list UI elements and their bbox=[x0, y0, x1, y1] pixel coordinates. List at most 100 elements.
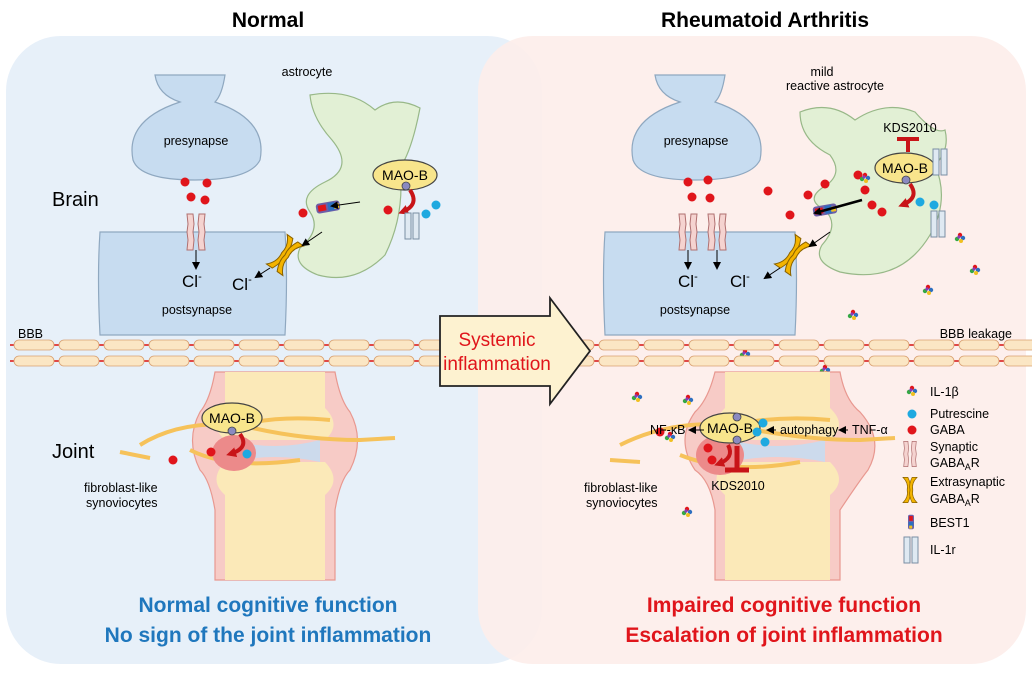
bbb-endothelial-cell bbox=[733, 355, 775, 367]
bbb-endothelial-cell bbox=[328, 355, 370, 367]
gaba-dot bbox=[803, 190, 813, 200]
gaba-dot bbox=[763, 186, 773, 196]
legend-gaba-icon bbox=[907, 425, 917, 435]
bbb-endothelial-cell bbox=[58, 339, 100, 351]
astrocyte-normal bbox=[297, 92, 421, 279]
gaba-dot bbox=[383, 205, 393, 215]
bbb-endothelial-cell bbox=[148, 339, 190, 351]
gaba-dot bbox=[853, 170, 863, 180]
bbb-endothelial-cell bbox=[283, 355, 325, 367]
legend-il1r: IL-1r bbox=[930, 543, 956, 557]
normal-caption-2: No sign of the joint inflammation bbox=[105, 624, 432, 647]
mild-reactive-label-2: reactive astrocyte bbox=[786, 79, 884, 93]
bbb-endothelial-cell bbox=[688, 339, 730, 351]
putrescine-dot bbox=[915, 197, 925, 207]
bbb-endothelial-cell bbox=[913, 339, 955, 351]
bbb-endothelial-cell bbox=[373, 339, 415, 351]
nfkb-label: NF-κB bbox=[650, 423, 685, 437]
bbb-endothelial-cell bbox=[913, 355, 955, 367]
bbb-endothelial-cell bbox=[1003, 355, 1032, 367]
bone-lower-normal bbox=[216, 462, 334, 580]
bbb-endothelial-cell bbox=[958, 355, 1000, 367]
presynapse-label-ra: presynapse bbox=[664, 134, 729, 148]
bbb-endothelial-cell bbox=[868, 339, 910, 351]
bbb-leakage-label: BBB leakage bbox=[940, 327, 1012, 341]
gaba-dot bbox=[186, 192, 196, 202]
gaba-dot bbox=[785, 210, 795, 220]
fls-label-ra-1: fibroblast-like bbox=[584, 481, 658, 495]
bbb-endothelial-cell bbox=[1003, 339, 1032, 351]
bbb-endothelial-cell bbox=[193, 355, 235, 367]
chloride-label: Cl- bbox=[232, 274, 252, 294]
bbb-endothelial-cell bbox=[58, 355, 100, 367]
fls-label-normal-1: fibroblast-like bbox=[84, 481, 158, 495]
bbb-endothelial-cell bbox=[13, 339, 55, 351]
putrescine-dot bbox=[242, 449, 252, 459]
bbb-endothelial-cell bbox=[778, 355, 820, 367]
gaba-dot bbox=[298, 208, 308, 218]
bone-lower-ra bbox=[716, 462, 839, 580]
bbb-endothelial-cell bbox=[688, 355, 730, 367]
legend-extrasynaptic-2: GABAAR bbox=[930, 492, 980, 508]
putrescine-dot bbox=[752, 427, 762, 437]
bbb-endothelial-cell bbox=[643, 339, 685, 351]
gaba-dot bbox=[200, 195, 210, 205]
ra-caption-2: Escalation of joint inflammation bbox=[625, 624, 942, 647]
fls-label-ra-2: synoviocytes bbox=[586, 496, 658, 510]
bbb-endothelial-cell bbox=[598, 339, 640, 351]
chloride-label: Cl- bbox=[182, 271, 202, 291]
bbb-endothelial-cell bbox=[373, 355, 415, 367]
astrocyte-label-normal: astrocyte bbox=[282, 65, 333, 79]
mao-b-label: MAO-B bbox=[382, 167, 428, 183]
gaba-dot bbox=[703, 175, 713, 185]
putrescine-dot bbox=[431, 200, 441, 210]
ra-title: Rheumatoid Arthritis bbox=[661, 9, 869, 32]
chloride-label: Cl- bbox=[730, 271, 750, 291]
bbb-endothelial-cell bbox=[13, 355, 55, 367]
gaba-dot bbox=[202, 178, 212, 188]
gaba-dot bbox=[877, 207, 887, 217]
mao-b-label: MAO-B bbox=[209, 410, 255, 426]
bbb-endothelial-cell bbox=[238, 355, 280, 367]
presynapse-ra bbox=[631, 74, 762, 181]
bbb-label: BBB bbox=[18, 327, 43, 341]
bbb-endothelial-cell bbox=[103, 339, 145, 351]
kds2010-label-brain: KDS2010 bbox=[883, 121, 937, 135]
legend-best1-icon bbox=[908, 514, 914, 530]
gaba-dot bbox=[705, 193, 715, 203]
gaba-dot bbox=[180, 177, 190, 187]
presynapse-label-normal: presynapse bbox=[164, 134, 229, 148]
ra-caption-1: Impaired cognitive function bbox=[647, 594, 921, 617]
autophagy-label: autophagy bbox=[780, 423, 839, 437]
putrescine-dot bbox=[760, 437, 770, 447]
chloride-label: Cl- bbox=[678, 271, 698, 291]
bbb-endothelial-cell bbox=[238, 339, 280, 351]
bbb-endothelial-cell bbox=[778, 339, 820, 351]
putrescine-dot bbox=[421, 209, 431, 219]
gaba-dot bbox=[206, 447, 216, 457]
legend-best1: BEST1 bbox=[930, 516, 970, 530]
bbb-endothelial-cell bbox=[193, 339, 235, 351]
mao-b-enzyme-joint-ra bbox=[699, 412, 761, 444]
arrow-label-line1: Systemic bbox=[458, 330, 535, 351]
gaba-dot bbox=[860, 185, 870, 195]
postsynapse-ra bbox=[602, 231, 798, 336]
bbb-endothelial-cell bbox=[958, 339, 1000, 351]
gaba-dot bbox=[687, 192, 697, 202]
systemic-inflammation-arrow bbox=[439, 295, 592, 407]
tnfa-label: TNF-α bbox=[852, 423, 888, 437]
legend-putrescine-icon bbox=[907, 409, 917, 419]
bbb-endothelial-cell bbox=[283, 339, 325, 351]
kds2010-label-joint: KDS2010 bbox=[711, 479, 765, 493]
legend-synaptic-2: GABAAR bbox=[930, 456, 980, 472]
bbb-endothelial-cell bbox=[598, 355, 640, 367]
bbb-endothelial-cell bbox=[643, 355, 685, 367]
fls-label-normal-2: synoviocytes bbox=[86, 496, 158, 510]
putrescine-dot bbox=[929, 200, 939, 210]
bbb-endothelial-cell bbox=[868, 355, 910, 367]
bbb-endothelial-cell bbox=[733, 339, 775, 351]
bbb-endothelial-cell bbox=[103, 355, 145, 367]
gaba-dot bbox=[703, 443, 713, 453]
